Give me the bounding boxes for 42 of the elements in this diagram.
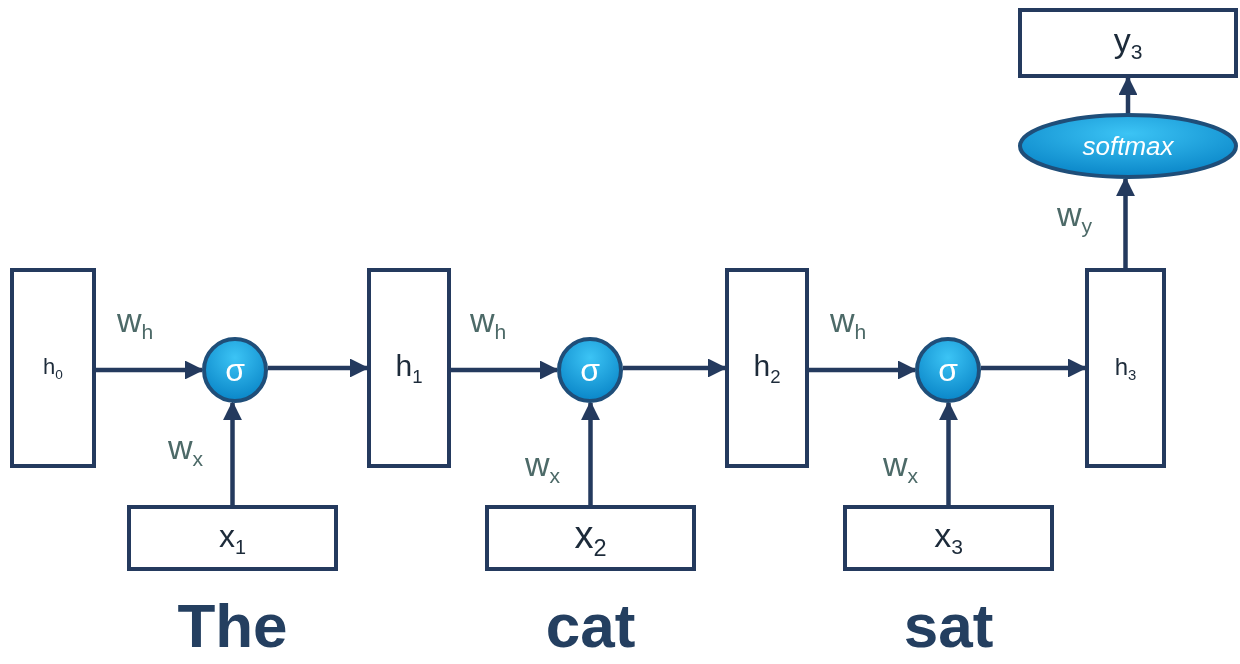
- arrow: [268, 358, 369, 378]
- edge-label: w$_{h}$: [470, 303, 507, 343]
- input-word: sat: [903, 595, 994, 657]
- edge-label: w$_{h}$: [830, 303, 867, 343]
- variable-label: x$_{3}$: [934, 516, 963, 560]
- arrow: [451, 360, 559, 380]
- sigma-symbol: σ: [580, 351, 600, 389]
- edge-label: w$_{x}$: [168, 430, 204, 470]
- sigma-symbol: σ: [225, 351, 245, 389]
- state-box: [10, 268, 96, 468]
- edge-label: w$_{h}$: [117, 303, 154, 343]
- sigma-circle: [915, 337, 981, 403]
- softmax-ellipse: [1018, 113, 1238, 179]
- sigma-symbol: σ: [938, 351, 958, 389]
- arrow: [223, 401, 242, 505]
- arrow: [581, 401, 600, 505]
- arrow: [96, 360, 204, 380]
- input-word: The: [177, 595, 288, 657]
- function-label: softmax: [1082, 130, 1174, 162]
- arrow: [1116, 177, 1135, 268]
- arrow: [981, 358, 1087, 378]
- variable-label: h$_{3}$: [1114, 352, 1137, 384]
- variable-label: h$_{0}$: [43, 354, 63, 382]
- variable-label: h$_{1}$: [395, 348, 423, 388]
- arrow: [1118, 76, 1138, 113]
- arrow: [809, 360, 917, 380]
- state-box: [1085, 268, 1166, 468]
- sigma-circle: [202, 337, 268, 403]
- state-box: [725, 268, 809, 468]
- state-box: [367, 268, 451, 468]
- edge-label: w$_{y}$: [1057, 197, 1093, 237]
- sigma-circle: [557, 337, 623, 403]
- variable-label: x$_{2}$: [574, 513, 607, 563]
- arrow: [939, 401, 958, 505]
- variable-label: y$_{3}$: [1113, 21, 1143, 65]
- arrow: [623, 358, 727, 378]
- variable-label: x$_{1}$: [219, 517, 246, 559]
- variable-label: h$_{2}$: [753, 348, 781, 388]
- state-box: [1018, 8, 1238, 78]
- edge-label: w$_{x}$: [883, 447, 919, 487]
- input-word: cat: [545, 595, 636, 657]
- edge-label: w$_{x}$: [525, 447, 561, 487]
